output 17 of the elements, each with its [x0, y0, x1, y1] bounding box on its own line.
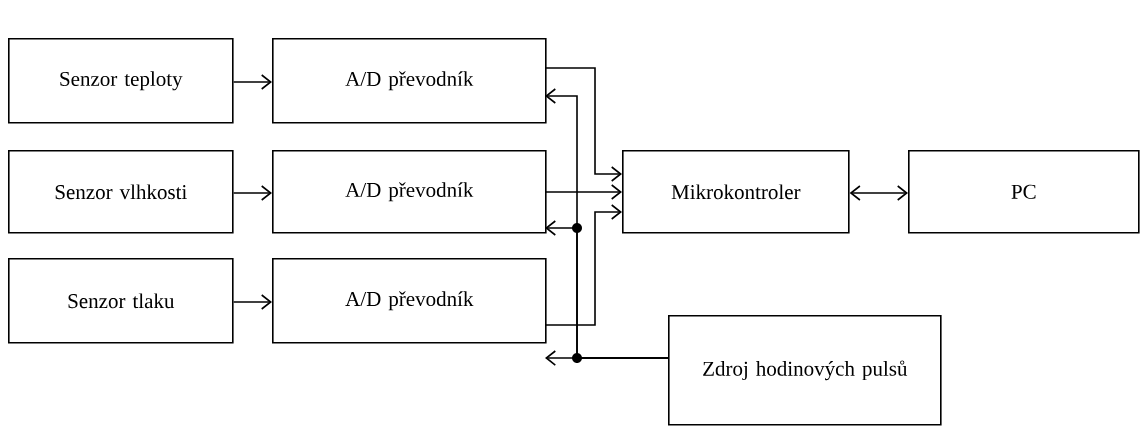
block-box: Zdroj hodinových pulsů — [668, 315, 942, 426]
block-box: A/D převodník — [272, 258, 547, 344]
block-box: Senzor teploty — [8, 38, 234, 124]
arrow — [544, 184, 622, 200]
block-box: Senzor tlaku — [8, 258, 234, 344]
block-box: Senzor vlhkosti — [8, 150, 234, 234]
arrow — [232, 294, 272, 310]
arrow — [544, 67, 622, 182]
block-box: PC — [908, 150, 1140, 234]
arrow — [544, 204, 622, 326]
block-box: A/D převodník — [272, 38, 547, 124]
block-box: A/D převodník — [272, 150, 547, 234]
arrow — [232, 185, 272, 201]
arrow — [232, 74, 272, 90]
arrow — [545, 350, 669, 366]
arrow — [849, 185, 908, 201]
block-box: Mikrokontroler — [622, 150, 850, 234]
